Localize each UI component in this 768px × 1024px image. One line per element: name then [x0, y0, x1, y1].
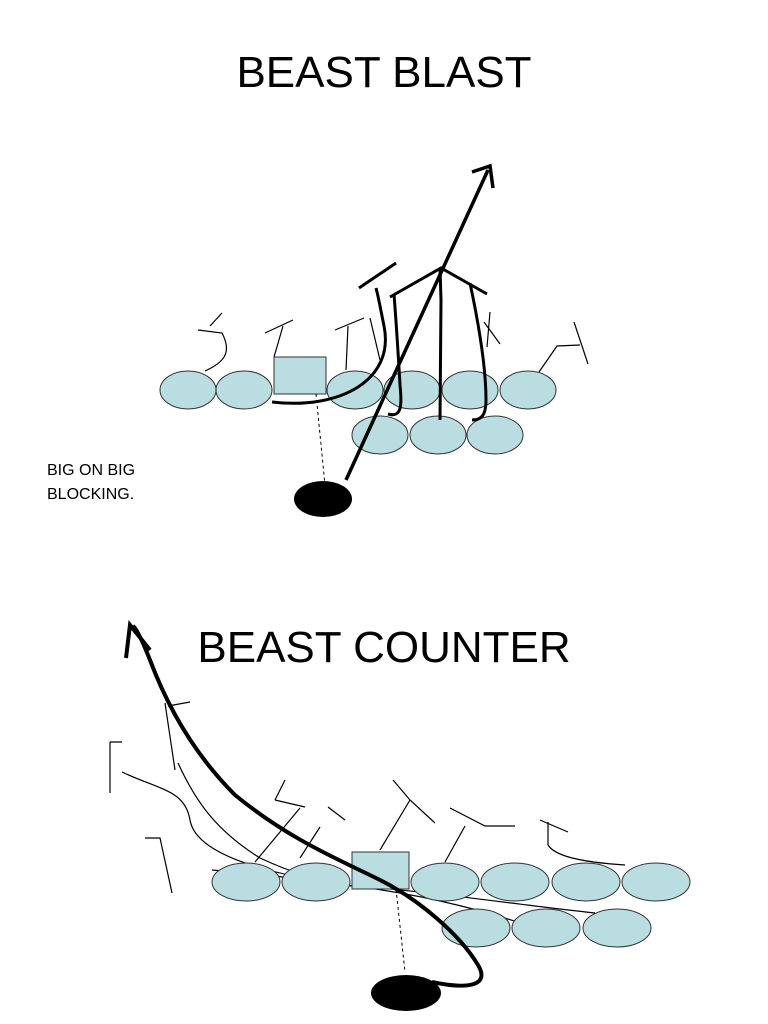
defender-2: [264, 319, 294, 358]
lineman-wing: [499, 370, 557, 410]
pull-line-1: [121, 771, 353, 887]
ball-carrier: [294, 481, 352, 517]
defender-1: [197, 312, 227, 372]
counter-lineman-4: [480, 862, 550, 902]
tackle-block-route: [438, 267, 443, 421]
counter-ball-carrier: [371, 975, 441, 1011]
center-block-route: [271, 287, 387, 405]
counter-defender-2: [145, 837, 173, 894]
offensive-line: [159, 356, 557, 455]
lineman-tight-end: [441, 370, 499, 410]
defender-4: [483, 311, 501, 348]
play-title-beast-counter: BEAST COUNTER: [197, 623, 571, 672]
back-3: [466, 415, 524, 455]
counter-ball-carrier-route: [131, 624, 484, 988]
counter-lineman-5: [551, 862, 621, 902]
counter-defender-7: [444, 807, 515, 863]
defender-3: [334, 317, 381, 371]
snap-line: [315, 393, 326, 486]
defender-5: [538, 321, 589, 373]
lineman-left-guard: [215, 370, 273, 410]
block-bar-1: [358, 261, 397, 290]
counter-back-1: [441, 908, 511, 948]
defender-marks: [197, 311, 589, 373]
counter-defender-1: [109, 741, 122, 793]
back-2: [409, 415, 467, 455]
counter-lineman-1: [211, 862, 281, 902]
counter-lineman-2: [281, 862, 351, 902]
blocking-routes: [271, 261, 488, 422]
ball-carrier-route: [344, 169, 490, 481]
counter-back-2: [511, 908, 581, 948]
counter-offensive-line: [211, 851, 691, 948]
lineman-left-tackle: [159, 370, 217, 410]
counter-lineman-6: [621, 862, 691, 902]
te-block-route: [468, 282, 488, 422]
counter-back-3: [582, 908, 652, 948]
counter-defender-4: [254, 779, 306, 863]
play-title-beast-blast: BEAST BLAST: [236, 48, 532, 97]
blocking-note: BIG ON BIG BLOCKING.: [47, 462, 136, 503]
guard-block-route: [387, 293, 403, 417]
counter-lineman-3: [410, 862, 480, 902]
counter-block-lines: [121, 762, 596, 931]
beast-counter-diagram: [109, 620, 691, 1011]
counter-defender-6: [379, 779, 436, 851]
counter-defender-8: [539, 819, 626, 866]
lineman-center: [273, 356, 327, 395]
counter-route-arrowhead: [124, 620, 152, 659]
counter-defender-marks: [109, 701, 626, 894]
beast-blast-diagram: [159, 163, 589, 517]
route-arrowhead: [471, 163, 495, 189]
counter-snap-line: [395, 888, 406, 973]
counter-defender-5: [299, 806, 346, 859]
back-1: [351, 415, 409, 455]
